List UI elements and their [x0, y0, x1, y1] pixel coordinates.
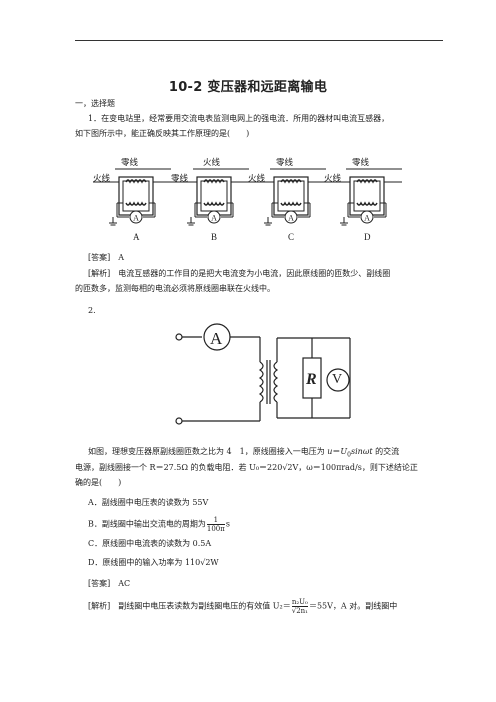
q2-text-line1: 如图，理想变压器原副线圈匝数之比为 4 1，原线圈接入一电压为 u＝U0sinω… [88, 447, 400, 459]
q2-option-c: C．原线圈中电流表的读数为 0.5A [88, 539, 212, 548]
ammeter-label: A [210, 329, 223, 348]
q2-text-line3: 确的是( ) [75, 478, 122, 487]
figure-c-top-label: 零线 [276, 158, 294, 168]
q2-number: 2. [88, 306, 96, 315]
q1-answer: [答案] A [88, 253, 125, 262]
figure-d-top-label: 零线 [352, 158, 370, 168]
q1-analysis-line2: 的匝数多，监测每相的电流必须将原线圈串联在火线中。 [75, 284, 275, 293]
figure-a-transformer: A [93, 168, 171, 226]
q1-text-line1: 1．在变电站里，经常要用交流电表监测电网上的强电流．所用的器材叫电流互感器， [88, 114, 390, 123]
page-title: 10-2 变压器和远距离输电 [168, 80, 328, 95]
voltmeter-label: V [332, 372, 343, 387]
transformer-circuit-diagram [175, 323, 351, 425]
figure-a-side-label: 火线 [93, 174, 111, 184]
svg-text:A: A [288, 214, 294, 223]
figure-b-side-label: 零线 [171, 174, 189, 184]
voltmeter-symbol [326, 368, 350, 392]
header-rule [75, 40, 443, 41]
resistor-label: R [306, 371, 317, 388]
figure-b-option-label: B [211, 232, 218, 242]
figure-c-option-label: C [288, 232, 295, 242]
q2-option-a: A．副线圈中电压表的读数为 55V [88, 498, 209, 507]
svg-text:A: A [133, 214, 139, 223]
q2-analysis: [解析] 副线圈中电压表读数为副线圈电压的有效值 U₂＝ n₂U₀ √2n₁ ＝… [88, 598, 398, 615]
figure-b-transformer: A [171, 168, 249, 226]
figure-c-transformer: A [248, 168, 326, 226]
figure-d-side-label: 火线 [324, 174, 342, 184]
q1-analysis-line1: [解析] 电流互感器的工作目的是把大电流变为小电流，因此原线圈的匝数少、副线圈 [88, 269, 391, 278]
q2-answer: [答案] AC [88, 579, 131, 588]
figure-c-side-label: 火线 [248, 174, 266, 184]
q2-option-b: B．副线圈中输出交流电的周期为 1 100π s [88, 516, 230, 533]
figure-d-option-label: D [364, 232, 371, 242]
figure-a-option-label: A [133, 232, 140, 242]
q2-text-line2: 电源，副线圈接一个 R＝27.5Ω 的负载电阻．若 U₀＝220√2V，ω＝10… [75, 463, 418, 472]
q2-option-d: D．原线圈中的输入功率为 110√2W [88, 558, 219, 567]
section-heading: 一，选择题 [75, 99, 115, 108]
q1-text-line2: 如下图所示中，能正确反映其工作原理的是( ) [75, 129, 250, 138]
svg-text:A: A [364, 214, 370, 223]
figure-a-top-label: 零线 [121, 158, 139, 168]
svg-text:A: A [211, 214, 217, 223]
figure-b-top-label: 火线 [203, 158, 221, 168]
figure-d-transformer: A [324, 168, 402, 226]
